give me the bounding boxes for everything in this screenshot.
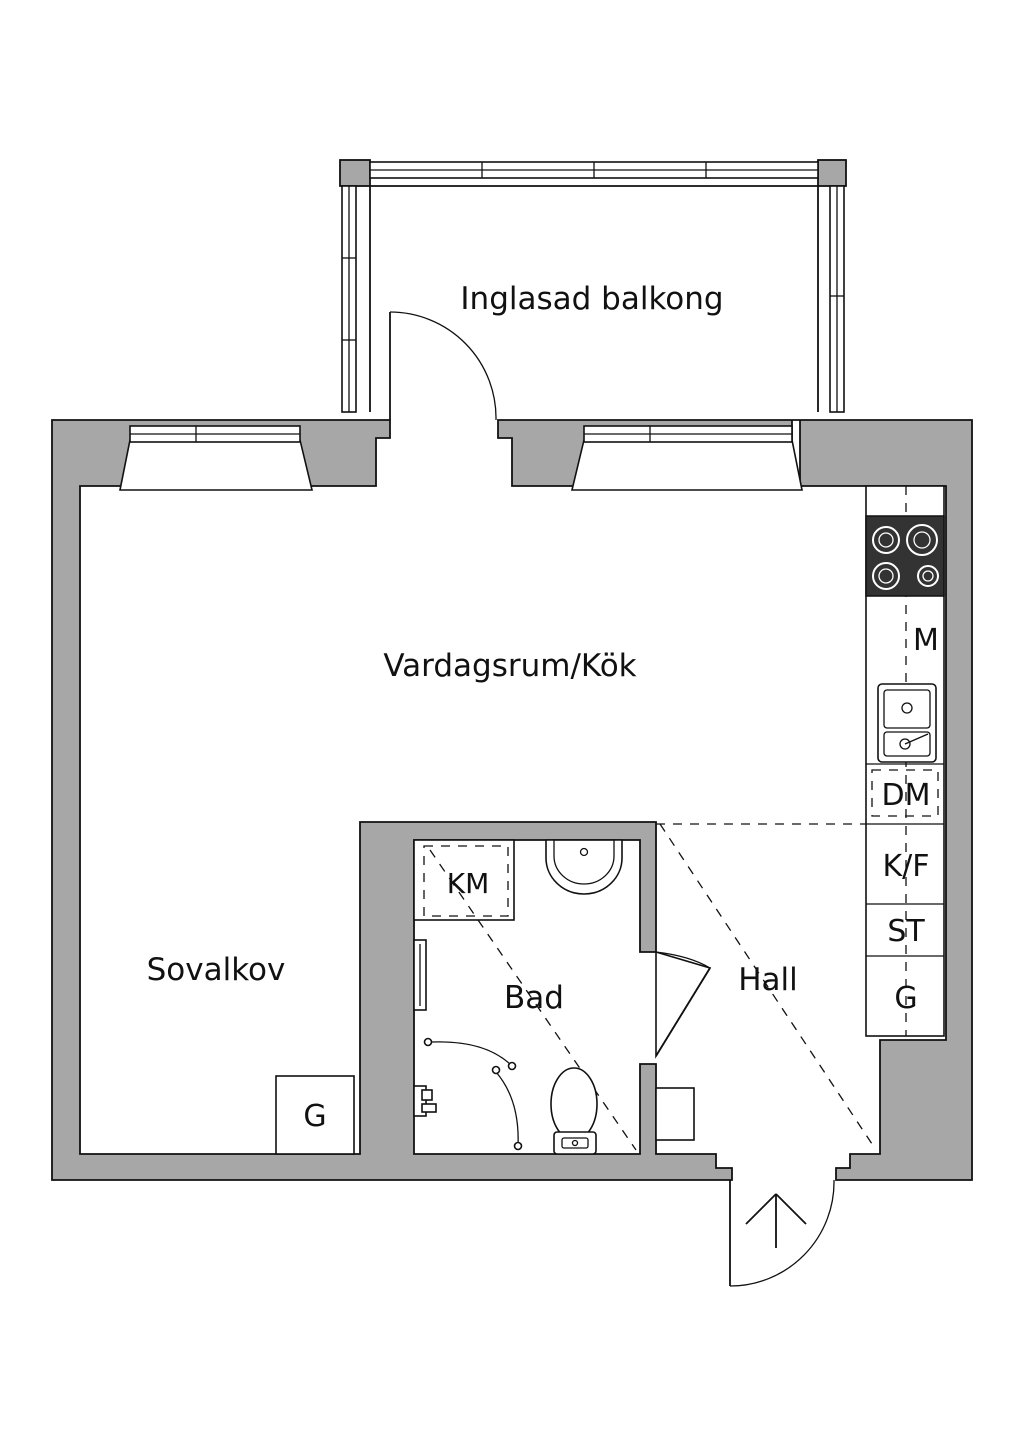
closet-label: ST bbox=[887, 914, 925, 949]
balcony-label: Inglasad balkong bbox=[460, 281, 723, 317]
living-kitchen-label: Vardagsrum/Kök bbox=[383, 648, 636, 684]
entrance-door[interactable] bbox=[729, 1179, 835, 1287]
washing-machine-label: KM bbox=[447, 867, 490, 900]
balcony-door[interactable] bbox=[389, 311, 497, 421]
stove-icon bbox=[865, 515, 945, 597]
toilet-icon bbox=[550, 1067, 598, 1155]
entrance-arrow-icon bbox=[745, 1193, 807, 1248]
washbasin-icon bbox=[545, 839, 623, 895]
alcove-wardrobe-label: G bbox=[303, 1099, 326, 1134]
washing-machine-icon bbox=[413, 839, 515, 921]
alcove-label: Sovalkov bbox=[147, 952, 286, 988]
balcony-structure bbox=[339, 159, 847, 413]
walls bbox=[51, 419, 973, 1181]
sink-icon bbox=[877, 683, 937, 763]
dishwasher-outline bbox=[871, 769, 939, 817]
hall-label: Hall bbox=[738, 962, 798, 998]
microwave-label: M bbox=[913, 623, 939, 658]
dishwasher-label: DM bbox=[882, 778, 931, 813]
shower-icon bbox=[413, 1037, 523, 1151]
hall-wardrobe-label: G bbox=[894, 981, 917, 1016]
bath-label: Bad bbox=[504, 980, 564, 1016]
windows bbox=[119, 425, 803, 491]
hall-cabinet bbox=[655, 1087, 695, 1141]
radiator-icon bbox=[413, 939, 427, 1011]
hall-lines bbox=[656, 823, 877, 1151]
bathroom-door[interactable] bbox=[655, 950, 712, 1059]
alcove-wardrobe bbox=[275, 1075, 355, 1155]
fridge-freezer-label: K/F bbox=[882, 849, 929, 884]
